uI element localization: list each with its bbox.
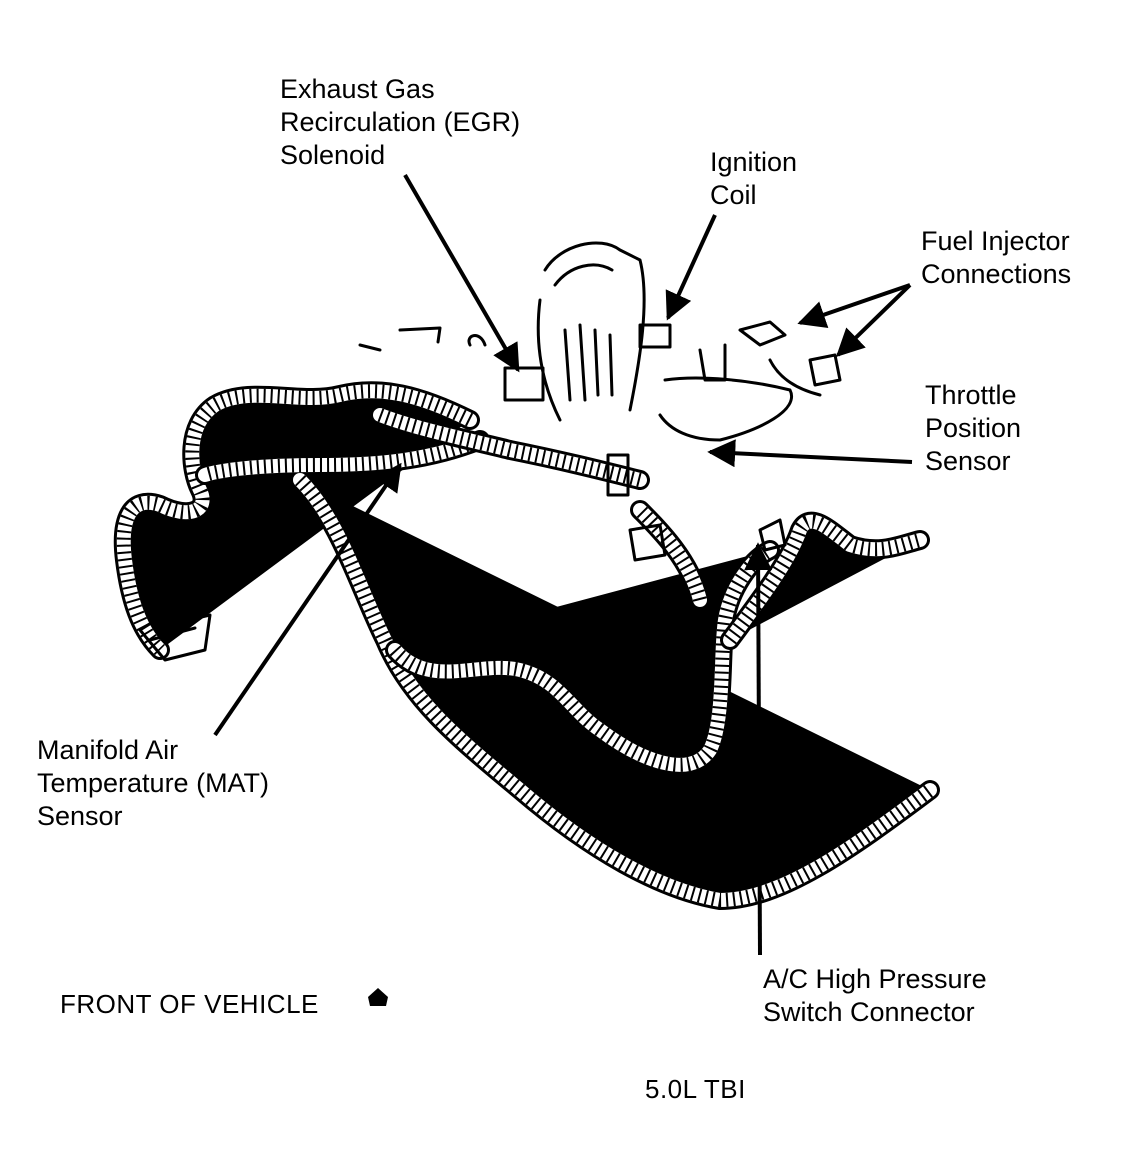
left-connector bbox=[138, 606, 212, 662]
front-arrow-icon bbox=[368, 988, 388, 1006]
front-of-vehicle-label: FRONT OF VEHICLE bbox=[60, 989, 319, 1019]
fuel-injector-label: Fuel Injector Connections bbox=[921, 226, 1072, 289]
engine-body bbox=[358, 241, 842, 562]
leader-lines bbox=[213, 173, 913, 956]
engine-caption: 5.0L TBI bbox=[645, 1074, 746, 1104]
egr-solenoid-label: Exhaust Gas Recirculation (EGR) Solenoid bbox=[280, 74, 521, 170]
ignition-coil-label: Ignition Coil bbox=[710, 147, 798, 210]
ac-switch-label: A/C High Pressure Switch Connector bbox=[763, 964, 987, 1027]
mat-sensor-label: Manifold Air Temperature (MAT) Sensor bbox=[37, 735, 270, 831]
throttle-position-sensor-label: Throttle Position Sensor bbox=[925, 380, 1022, 476]
